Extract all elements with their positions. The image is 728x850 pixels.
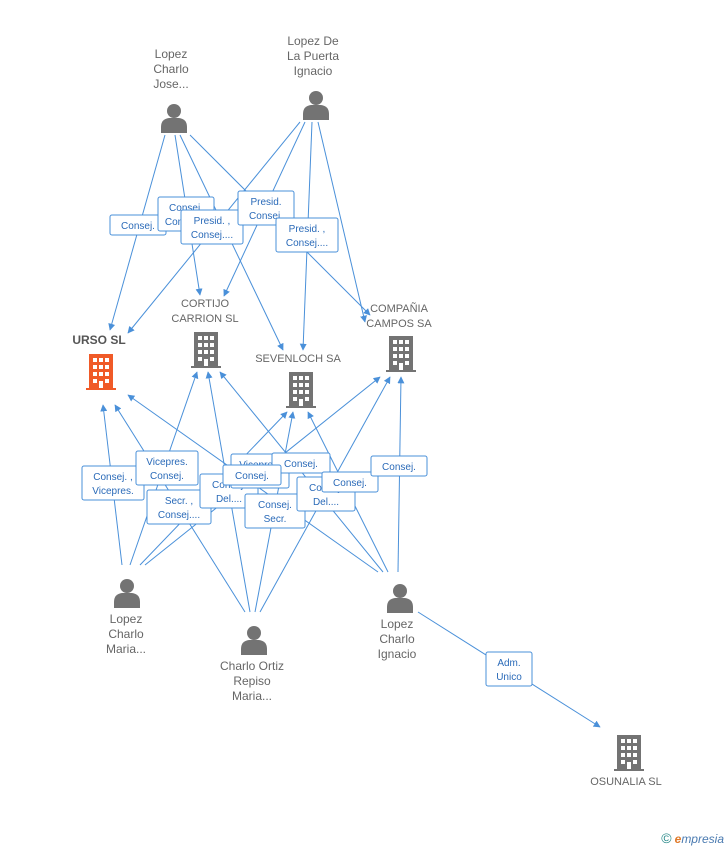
person-name-line: La Puerta	[287, 49, 339, 63]
role-box	[222, 464, 282, 486]
role-text: Consej.	[121, 221, 155, 232]
person-icon	[161, 104, 187, 133]
role-label[interactable]: Presid. , Consej....	[180, 209, 244, 245]
role-label[interactable]: Presid. Consej.	[237, 190, 295, 226]
company-name-line: SEVENLOCH SA	[255, 353, 341, 365]
role-box	[271, 452, 331, 474]
role-text: Consej.	[258, 500, 292, 511]
role-box	[237, 190, 295, 226]
role-text: Consej....	[191, 230, 233, 241]
role-box	[275, 217, 339, 253]
role-text: Del....	[313, 497, 339, 508]
role-text: Vicepres.	[92, 486, 134, 497]
person-name-line: Lopez	[110, 612, 143, 626]
person-name-line: Charlo	[108, 627, 144, 641]
person-icon	[241, 626, 267, 655]
company-name-line: OSUNALIA SL	[590, 776, 662, 788]
company-name-line: CAMPOS SA	[366, 318, 432, 330]
person-node-lcj[interactable]: LopezCharloJose...	[153, 47, 189, 133]
role-text: Consej. ,	[93, 472, 132, 483]
building-icon	[614, 735, 644, 771]
person-name-line: Ignacio	[294, 64, 333, 78]
company-node-sevenloch[interactable]: SEVENLOCH SA	[255, 353, 341, 408]
role-box	[370, 455, 428, 477]
role-text: Consej.	[169, 203, 203, 214]
role-text: Secr.	[264, 514, 287, 525]
company-name-line: CARRION SL	[171, 313, 238, 325]
edge	[317, 121, 367, 323]
brand-name: mpresia	[681, 832, 724, 846]
copyright-icon: ©	[661, 830, 672, 846]
role-labels: Consej. Consej. Consej.... Presid. , Consej.…	[81, 190, 533, 687]
role-label[interactable]: Vicepres. Consej.	[135, 450, 199, 486]
building-icon	[286, 372, 316, 408]
person-node-cor[interactable]: Charlo OrtizRepisoMaria...	[220, 626, 284, 703]
role-text: Unico	[496, 672, 522, 683]
person-name-line: Charlo	[379, 632, 415, 646]
role-text: Consej.	[333, 478, 367, 489]
person-icon	[114, 579, 140, 608]
company-name-line: CORTIJO	[181, 298, 230, 310]
role-box	[321, 471, 379, 493]
role-text: Secr. ,	[165, 496, 193, 507]
role-text: Presid. ,	[289, 224, 326, 235]
role-text: Consej.	[235, 471, 269, 482]
role-text: Consej.	[284, 459, 318, 470]
role-text: Consej.	[150, 471, 184, 482]
company-name-line: URSO SL	[72, 333, 125, 347]
person-name-line: Lopez	[155, 47, 188, 61]
company-node-osunalia[interactable]: OSUNALIA SL	[590, 735, 662, 788]
person-name-line: Lopez	[381, 617, 414, 631]
company-node-campos[interactable]: COMPAÑIA CAMPOS SA	[366, 302, 432, 372]
role-box	[485, 651, 533, 687]
building-icon	[86, 354, 116, 390]
person-icon	[303, 91, 329, 120]
person-icon	[387, 584, 413, 613]
role-label[interactable]: Consej.	[222, 464, 282, 486]
building-icon	[386, 336, 416, 372]
building-icon	[191, 332, 221, 368]
role-box	[180, 209, 244, 245]
company-name-line: COMPAÑIA	[370, 302, 429, 315]
role-label[interactable]: Adm. Unico	[485, 651, 533, 687]
role-box	[135, 450, 199, 486]
role-text: Vicepres.	[146, 457, 188, 468]
person-name-line: Ignacio	[378, 647, 417, 661]
person-name-line: Lopez De	[287, 34, 339, 48]
person-name-line: Jose...	[153, 77, 188, 91]
role-label[interactable]: Consej. Secr.	[244, 493, 306, 529]
role-label[interactable]: Consej.	[271, 452, 331, 474]
company-node-cortijo[interactable]: CORTIJO CARRION SL	[171, 298, 239, 368]
person-name-line: Repiso	[233, 674, 271, 688]
role-label[interactable]: Consej. , Vicepres.	[81, 465, 145, 501]
person-node-lcm[interactable]: LopezCharloMaria...	[106, 579, 146, 656]
person-name-line: Maria...	[106, 642, 146, 656]
role-label[interactable]: Consej.	[321, 471, 379, 493]
person-name-line: Charlo	[153, 62, 189, 76]
empresia-brand[interactable]: ©empresia	[661, 830, 724, 846]
role-text: Consej.	[382, 462, 416, 473]
person-name-line: Charlo Ortiz	[220, 659, 284, 673]
role-text: Consej....	[158, 510, 200, 521]
role-text: Consej.	[249, 211, 283, 222]
role-text: Adm.	[497, 658, 520, 669]
role-text: Consej....	[286, 238, 328, 249]
role-text: Del....	[216, 494, 242, 505]
role-label[interactable]: Consej.	[370, 455, 428, 477]
brand-initial: e	[674, 832, 682, 846]
role-text: Presid.	[250, 197, 281, 208]
person-name-line: Maria...	[232, 689, 272, 703]
role-label[interactable]: Presid. , Consej....	[275, 217, 339, 253]
role-text: Presid. ,	[194, 216, 231, 227]
company-node-urso[interactable]: URSO SL	[72, 333, 126, 390]
